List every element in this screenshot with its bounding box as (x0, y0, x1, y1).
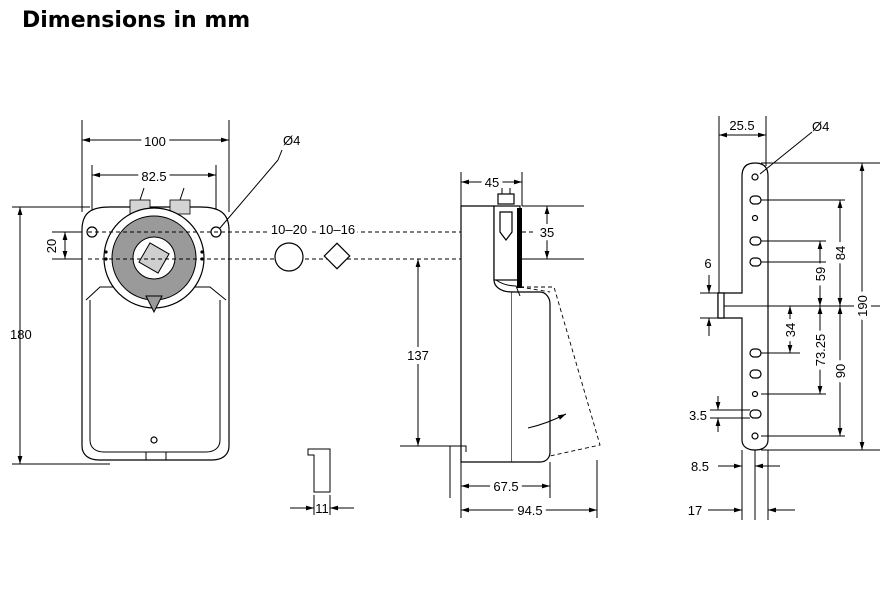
dim-round-range: 10–20 (271, 222, 307, 237)
dim-width-100: 100 (144, 134, 166, 149)
dim-hole-dia-front: Ø4 (283, 133, 300, 148)
dim-bracket-59: 59 (813, 267, 828, 281)
dim-bracket-25-5: 25.5 (729, 118, 754, 133)
shaft-shapes (274, 242, 354, 515)
dim-depth-45: 45 (485, 175, 499, 190)
side-view (400, 172, 601, 518)
dim-bracket-6: 6 (704, 256, 711, 271)
front-view (12, 120, 283, 465)
dim-bracket-3-5: 3.5 (689, 408, 707, 423)
dim-depth-67-5: 67.5 (493, 479, 518, 494)
dim-square-range: 10–16 (319, 222, 355, 237)
dim-bracket-17: 17 (688, 503, 702, 518)
dim-top-height-35: 35 (540, 225, 554, 240)
dim-offset-20: 20 (44, 239, 59, 253)
page-title: Dimensions in mm (22, 8, 251, 33)
dim-bracket-34: 34 (783, 323, 798, 337)
dim-height-137: 137 (407, 348, 429, 363)
square-shaft (323, 242, 351, 270)
bracket-view (700, 116, 880, 520)
dim-bracket-8-5: 8.5 (691, 459, 709, 474)
dim-depth-94-5: 94.5 (517, 503, 542, 518)
dim-bracket-190: 190 (855, 295, 870, 317)
dim-bracket-90: 90 (833, 364, 848, 378)
dim-bracket-73-25: 73.25 (813, 334, 828, 367)
dim-clip-width: 11 (315, 501, 329, 516)
round-shaft (274, 242, 304, 272)
dim-width-82-5: 82.5 (141, 169, 166, 184)
dim-height-180: 180 (10, 327, 32, 342)
dim-bracket-hole-dia: Ø4 (812, 119, 829, 134)
dim-bracket-84: 84 (833, 246, 848, 260)
clip-profile (307, 448, 331, 493)
